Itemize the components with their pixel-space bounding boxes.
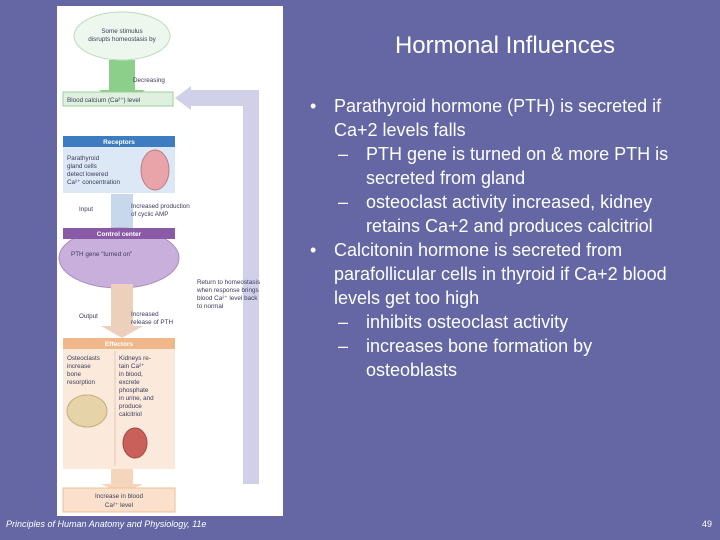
- receptors-line-2: gland cells: [67, 163, 97, 170]
- bullet-text-line: inhibits osteoclast activity: [366, 312, 569, 332]
- bullet-marker: •: [310, 240, 317, 260]
- return-text-1: Return to homeostasis: [197, 279, 260, 286]
- bullet-text-line: osteoclast activity increased, kidney: [366, 192, 653, 212]
- bullet-text-line: increases bone formation by: [366, 336, 593, 356]
- bullet-item: • Calcitonin hormone is secreted from para…: [306, 238, 710, 310]
- output-arrow: [101, 284, 143, 338]
- slide-title: Hormonal Influences: [394, 32, 616, 59]
- bullet-marker: –: [338, 144, 349, 164]
- bullet-item: • Parathyroid hormone (PTH) is secreted i…: [306, 94, 710, 142]
- receptors-line-1: Parathyroid: [67, 155, 100, 162]
- controlled-condition-bar: [62, 91, 174, 107]
- bullet-marker: –: [338, 312, 349, 332]
- bullet-marker: •: [310, 96, 317, 116]
- return-arrow-head: [175, 86, 191, 110]
- receptors-title: Receptors: [103, 139, 135, 146]
- bullet-item: –PTH gene is turned on & more PTH is secr…: [306, 142, 710, 190]
- effectors-left-1: Osteoclasts: [67, 355, 100, 362]
- effectors-right-4: excrete: [119, 379, 140, 386]
- receptors-line-4: Ca²⁺ concentration: [67, 179, 121, 186]
- control-center-title: Control center: [97, 231, 142, 238]
- homeostasis-feedback-figure: Some stimulus disrupts homeostasis by De…: [57, 6, 283, 516]
- effectors-right-8: calcitriol: [119, 411, 142, 418]
- effectors-right-1: Kidneys re-: [119, 355, 151, 362]
- effectors-left-2: increase: [67, 363, 91, 370]
- bone-illustration: [66, 394, 108, 428]
- bullet-text-line: PTH gene is turned on & more PTH is: [366, 144, 669, 164]
- stimulus-bubble: [73, 11, 171, 61]
- decreasing-label: Decreasing: [133, 77, 165, 84]
- response-bar: [62, 487, 176, 513]
- parathyroid-gland-illustration: [140, 149, 170, 191]
- effectors-right-7: produce: [119, 403, 142, 410]
- bullet-text-line: levels get too high: [334, 288, 480, 308]
- bullet-item: –inhibits osteoclast activity: [306, 310, 710, 334]
- effectors-header: [63, 338, 175, 349]
- bullet-text-line: retains Ca+2 and produces calcitriol: [366, 216, 653, 236]
- control-center-text: PTH gene "turned on": [71, 251, 132, 258]
- stimulus-line-1: Some stimulus: [101, 28, 142, 35]
- return-text-3: blood Ca²⁺ level back: [197, 295, 258, 302]
- input-text-2: of cyclic AMP: [131, 211, 168, 218]
- output-text-1: Increased: [131, 311, 159, 318]
- effectors-right-6: in urine, and: [119, 395, 154, 402]
- return-arrow: [187, 90, 259, 484]
- output-text-2: release of PTH: [131, 319, 173, 326]
- effectors-right-3: in blood,: [119, 371, 143, 378]
- receptors-line-3: detect lowered: [67, 171, 108, 178]
- bullet-text-line: Ca+2 levels falls: [334, 120, 466, 140]
- return-text-4: to normal: [197, 303, 223, 310]
- kidney-illustration: [122, 427, 148, 459]
- page-number: 49: [701, 519, 712, 529]
- bullet-item: –increases bone formation by osteoblasts: [306, 334, 710, 382]
- input-text-1: Increased production: [131, 203, 190, 210]
- bullet-text-line: Parathyroid hormone (PTH) is secreted if: [334, 96, 662, 116]
- response-line-1: Increase in blood: [95, 493, 143, 500]
- bullet-text-line: osteoblasts: [366, 360, 458, 380]
- input-label: Input: [79, 206, 93, 213]
- control-center-header: [63, 228, 175, 239]
- bullet-marker: –: [338, 336, 349, 356]
- effectors-left-3: bone: [67, 371, 82, 378]
- output-label: Output: [79, 313, 98, 320]
- bullet-list: • Parathyroid hormone (PTH) is secreted i…: [306, 94, 710, 382]
- effectors-right-2: tain Ca²⁺: [119, 363, 144, 370]
- bullet-text-line: secreted from gland: [366, 168, 526, 188]
- stimulus-line-2: disrupts homeostasis by: [88, 36, 156, 43]
- receptors-header: [63, 136, 175, 147]
- controlled-condition-label: Blood calcium (Ca²⁺) level: [67, 97, 140, 104]
- effectors-right-5: phosphate: [119, 387, 149, 394]
- response-line-2: Ca²⁺ level: [105, 502, 133, 509]
- effectors-title: Effectors: [105, 341, 134, 348]
- footer-citation: Principles of Human Anatomy and Physiolo…: [6, 519, 207, 529]
- effectors-left-4: resorption: [67, 379, 95, 386]
- bullet-marker: –: [338, 192, 349, 212]
- return-text-2: when response brings: [196, 287, 259, 294]
- bullet-item: –osteoclast activity increased, kidney re…: [306, 190, 710, 238]
- bullet-text-line: parafollicular cells in thyroid if Ca+2 …: [334, 264, 667, 284]
- bullet-text-line: Calcitonin hormone is secreted from: [334, 240, 623, 260]
